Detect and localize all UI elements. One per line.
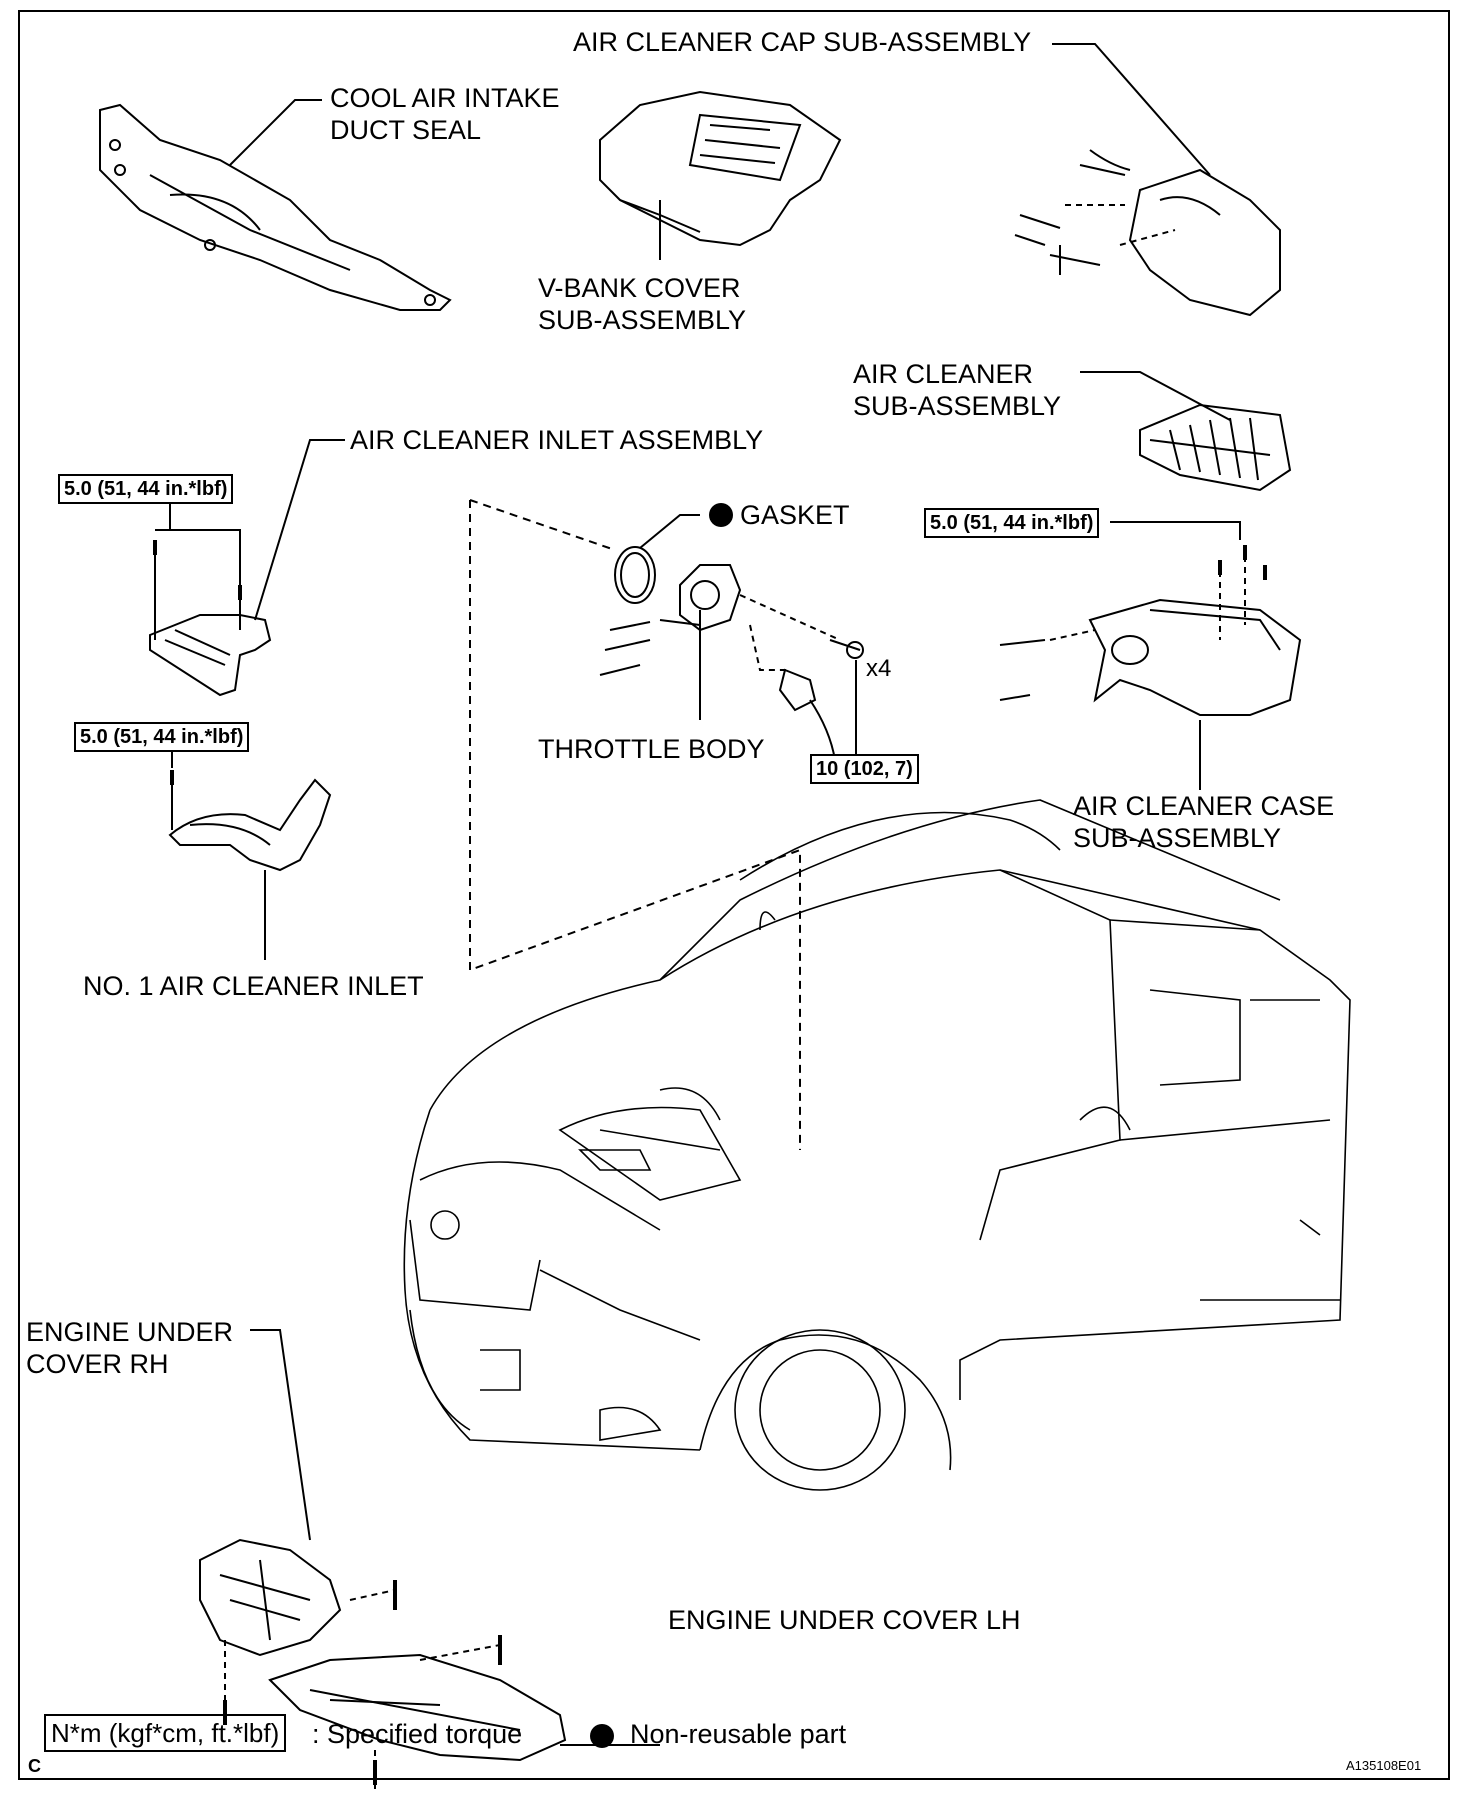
figure-id: A135108E01 [1346, 1758, 1422, 1773]
torque-air-cleaner-case: 5.0 (51, 44 in.*lbf) [924, 508, 1100, 538]
label-air-cleaner-inlet-assembly: AIR CLEANER INLET ASSEMBLY [350, 425, 764, 455]
air-cleaner-cap-part [1014, 149, 1281, 317]
gasket-part [614, 546, 656, 604]
corner-letter: C [28, 1756, 41, 1776]
leader-air-cleaner-sub [1080, 371, 1231, 421]
no1-air-cleaner-inlet-part [168, 770, 332, 872]
label-air-cleaner-cap: AIR CLEANER CAP SUB-ASSEMBLY [573, 27, 1032, 57]
engine-under-cover-lh-part [268, 1635, 567, 1790]
air-cleaner-filter-part [1139, 403, 1292, 492]
torque-inlet-assembly: 5.0 (51, 44 in.*lbf) [58, 474, 234, 504]
air-cleaner-case-part [999, 545, 1302, 716]
label-throttle-body: THROTTLE BODY [538, 734, 765, 764]
legend-non-reusable-dot-icon [590, 1724, 614, 1748]
cool-air-intake-duct-seal-part [99, 103, 452, 311]
air-cleaner-inlet-assembly-part [149, 540, 272, 697]
dashed-callout [469, 500, 801, 1150]
label-air-cleaner-case: AIR CLEANER CASE SUB-ASSEMBLY [1073, 791, 1335, 853]
label-engine-under-cover-rh: ENGINE UNDER COVER RH [26, 1317, 234, 1379]
leader-inlet-assembly [254, 439, 345, 621]
label-v-bank-cover: V-BANK COVER SUB-ASSEMBLY [538, 273, 747, 335]
label-air-cleaner-sub-assembly: AIR CLEANER SUB-ASSEMBLY [853, 359, 1062, 421]
leader-gasket [639, 514, 700, 549]
label-cool-air-intake-duct-seal: COOL AIR INTAKE DUCT SEAL [330, 83, 560, 145]
torque-leader-inlet [155, 500, 171, 531]
v-bank-cover-part [599, 90, 842, 247]
leader-engine-under-rh [250, 1329, 311, 1541]
leader-air-cleaner-cap [1052, 43, 1211, 176]
legend-torque-text: : Specified torque [312, 1719, 523, 1749]
label-engine-under-cover-lh: ENGINE UNDER COVER LH [668, 1605, 1021, 1635]
label-gasket: GASKET [740, 500, 850, 530]
legend-torque-unit-box: N*m (kgf*cm, ft.*lbf) [44, 1714, 287, 1752]
hood-line [739, 811, 1061, 881]
non-reusable-dot-icon [709, 503, 733, 527]
vehicle-outline [403, 799, 1351, 1491]
torque-leader-case [1110, 521, 1241, 540]
engine-under-cover-rh-part [199, 1538, 397, 1725]
legend-non-reusable-text: Non-reusable part [630, 1719, 847, 1749]
throttle-body-part [599, 564, 864, 761]
leader-cool-air [229, 99, 322, 166]
label-no1-air-cleaner-inlet: NO. 1 AIR CLEANER INLET [83, 971, 424, 1001]
torque-throttle-body: 10 (102, 7) [810, 754, 919, 784]
label-x4-quantity: x4 [866, 655, 892, 682]
diagram-frame [18, 10, 1450, 1780]
torque-no1-inlet: 5.0 (51, 44 in.*lbf) [74, 722, 250, 752]
